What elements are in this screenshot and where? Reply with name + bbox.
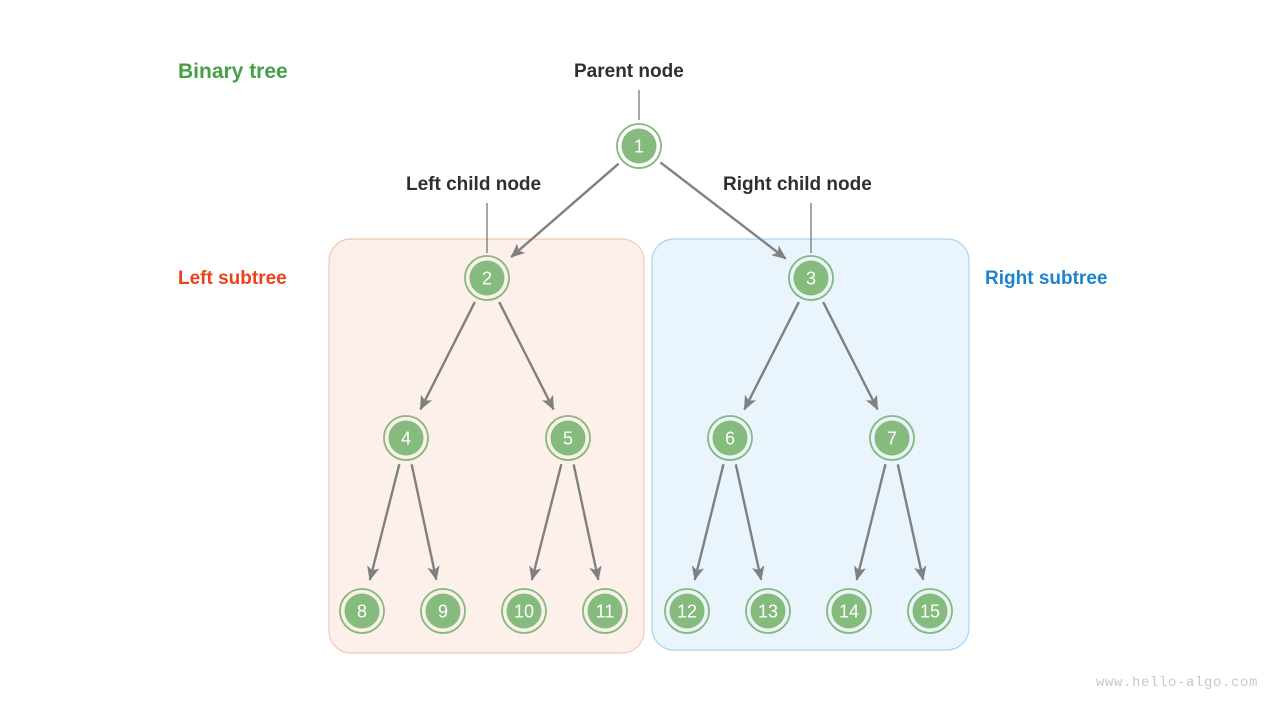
node-circle xyxy=(750,593,786,629)
node-outer-ring xyxy=(745,588,791,634)
node-value: 9 xyxy=(438,602,448,622)
node-circle xyxy=(388,420,424,456)
node-outer-ring xyxy=(869,415,915,461)
tree-node-3[interactable]: 3 xyxy=(788,255,834,301)
node-value: 4 xyxy=(401,429,411,449)
tree-node-9[interactable]: 9 xyxy=(420,588,466,634)
tree-edge-6-to-12 xyxy=(691,463,725,581)
node-outer-ring xyxy=(707,415,753,461)
node-circle xyxy=(831,593,867,629)
tree-edges xyxy=(367,161,927,581)
tree-node-6[interactable]: 6 xyxy=(707,415,753,461)
left-subtree-label: Left subtree xyxy=(178,268,287,289)
tree-node-8[interactable]: 8 xyxy=(339,588,385,634)
node-outer-ring xyxy=(616,123,662,169)
node-value: 11 xyxy=(596,602,615,622)
left-child-node-label: Left child node xyxy=(406,174,542,195)
node-value: 8 xyxy=(357,602,367,622)
node-circle xyxy=(712,420,748,456)
node-outer-ring xyxy=(464,255,510,301)
tree-edge-4-to-9 xyxy=(410,464,440,581)
tree-node-14[interactable]: 14 xyxy=(826,588,872,634)
node-value: 1 xyxy=(634,137,644,157)
node-outer-ring xyxy=(788,255,834,301)
node-outer-ring xyxy=(339,588,385,634)
node-circle xyxy=(874,420,910,456)
tree-node-15[interactable]: 15 xyxy=(907,588,953,634)
node-circle xyxy=(425,593,461,629)
node-value: 13 xyxy=(758,602,778,622)
node-value: 14 xyxy=(839,602,859,622)
tree-edge-4-to-8 xyxy=(367,463,401,581)
node-circle xyxy=(469,260,505,296)
node-outer-ring xyxy=(383,415,429,461)
node-value: 15 xyxy=(920,602,940,622)
subtree-panels xyxy=(328,238,970,654)
tree-node-4[interactable]: 4 xyxy=(383,415,429,461)
node-circle xyxy=(621,128,657,164)
tree-edge-2-to-4 xyxy=(419,301,476,411)
tree-edge-5-to-10 xyxy=(529,463,563,581)
tree-edge-1-to-3 xyxy=(659,161,787,260)
node-value: 12 xyxy=(677,602,697,622)
node-circle xyxy=(506,593,542,629)
tree-node-2[interactable]: 2 xyxy=(464,255,510,301)
tree-node-12[interactable]: 12 xyxy=(664,588,710,634)
node-value: 7 xyxy=(887,429,897,449)
node-outer-ring xyxy=(501,588,547,634)
right-child-node-label: Right child node xyxy=(723,174,872,195)
node-outer-ring xyxy=(420,588,466,634)
tree-node-13[interactable]: 13 xyxy=(745,588,791,634)
node-outer-ring xyxy=(545,415,591,461)
tree-edge-5-to-11 xyxy=(572,464,602,581)
tree-edge-3-to-7 xyxy=(822,301,879,411)
tree-edge-1-to-2 xyxy=(510,162,620,258)
node-outer-ring xyxy=(582,588,628,634)
node-outer-ring xyxy=(826,588,872,634)
right-subtree-label: Right subtree xyxy=(985,268,1108,289)
node-circle xyxy=(793,260,829,296)
page-title: Binary tree xyxy=(178,60,288,83)
tree-node-11[interactable]: 11 xyxy=(582,588,628,634)
node-value: 5 xyxy=(563,429,573,449)
tree-edge-2-to-5 xyxy=(498,301,555,411)
parent-node-label: Parent node xyxy=(574,61,684,82)
node-outer-ring xyxy=(907,588,953,634)
tree-node-5[interactable]: 5 xyxy=(545,415,591,461)
node-value: 6 xyxy=(725,429,735,449)
node-value: 2 xyxy=(482,269,492,289)
tree-node-10[interactable]: 10 xyxy=(501,588,547,634)
node-value: 10 xyxy=(514,602,534,622)
tree-node-1[interactable]: 1 xyxy=(616,123,662,169)
annotation-leader-lines xyxy=(486,90,812,253)
node-circle xyxy=(669,593,705,629)
watermark: www.hello-algo.com xyxy=(1095,675,1258,691)
node-outer-ring xyxy=(664,588,710,634)
node-circle xyxy=(550,420,586,456)
tree-node-7[interactable]: 7 xyxy=(869,415,915,461)
node-circle xyxy=(344,593,380,629)
tree-edge-3-to-6 xyxy=(743,301,800,411)
node-circle xyxy=(912,593,948,629)
tree-edge-7-to-14 xyxy=(853,463,887,581)
tree-edge-6-to-13 xyxy=(734,464,765,581)
tree-edge-7-to-15 xyxy=(896,464,927,581)
node-value: 3 xyxy=(806,269,816,289)
node-circle xyxy=(587,593,623,629)
